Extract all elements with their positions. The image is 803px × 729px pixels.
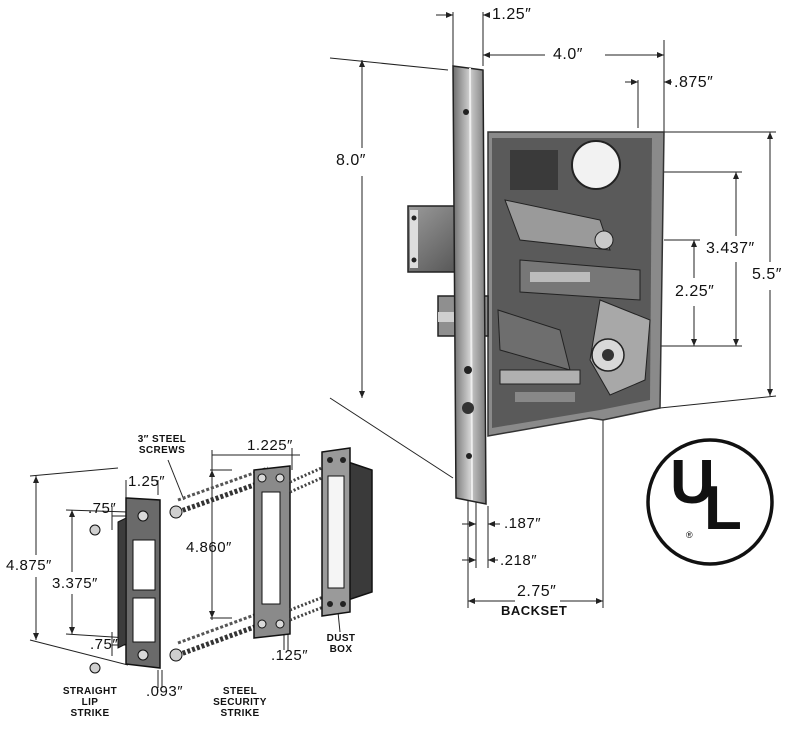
ul-registered-mark: ® bbox=[686, 530, 693, 540]
dim-faceplate-offset: 1.25″ bbox=[492, 6, 532, 23]
security-label-line: SECURITY bbox=[213, 697, 267, 708]
straight-lip-label-line: LIP bbox=[81, 697, 99, 708]
dim-hub-to-lever: 2.25″ bbox=[675, 283, 715, 300]
straight-lip-label-line: STRIKE bbox=[70, 708, 110, 719]
dim-case-height: 5.5″ bbox=[752, 266, 782, 283]
ul-letters: U L ® bbox=[664, 452, 760, 548]
hub-screw bbox=[594, 230, 614, 250]
ul-letter-u: U bbox=[670, 448, 715, 517]
ul-certification-mark bbox=[646, 438, 774, 566]
mortise-lock-body bbox=[407, 65, 665, 505]
straight-lip-strike-label: STRAIGHT LIP STRIKE bbox=[52, 686, 128, 719]
dim-lip-thickness: .093″ bbox=[146, 683, 184, 700]
security-label-line: STRIKE bbox=[220, 708, 260, 719]
dim-top-offset: .875″ bbox=[674, 74, 714, 91]
dim-case-depth: 4.0″ bbox=[553, 46, 583, 63]
dim-faceplate-height: 8.0″ bbox=[336, 152, 366, 169]
screws-label-line: SCREWS bbox=[138, 445, 186, 456]
strike-screws bbox=[89, 466, 269, 674]
ul-letter-l: L bbox=[704, 474, 742, 543]
dim-lip-width: 1.25″ bbox=[128, 473, 166, 490]
strike-dimension-arrows bbox=[33, 470, 215, 640]
straight-lip-strike bbox=[117, 497, 161, 669]
steel-security-strike bbox=[253, 465, 291, 639]
dust-box-label-line: DUST bbox=[326, 633, 356, 644]
dust-box-label-line: BOX bbox=[329, 644, 353, 655]
dim-faceplate-thickness: .187″ bbox=[504, 515, 542, 532]
backset-label: BACKSET bbox=[501, 603, 568, 618]
faceplate bbox=[452, 65, 487, 505]
straight-lip-label-line: STRAIGHT bbox=[62, 686, 118, 697]
dust-box-label: DUST BOX bbox=[318, 633, 364, 655]
screws-label-line: 3″ STEEL bbox=[137, 434, 187, 445]
dim-security-thickness: .125″ bbox=[271, 647, 309, 664]
dim-opening-height: 3.375″ bbox=[52, 575, 98, 592]
security-label-line: STEEL bbox=[222, 686, 258, 697]
security-strike-label: STEEL SECURITY STRIKE bbox=[200, 686, 280, 719]
dim-hole-offset-top: .75″ bbox=[88, 500, 117, 517]
dim-lip-height: 4.875″ bbox=[6, 557, 52, 574]
dust-box-screws bbox=[289, 464, 327, 622]
lock-dimension-arrows bbox=[359, 12, 773, 604]
dim-hub-to-cylinder: 3.437″ bbox=[706, 240, 755, 257]
cylinder-hole bbox=[571, 140, 621, 190]
dim-security-height: 4.860″ bbox=[186, 539, 232, 556]
dim-security-width: 1.225″ bbox=[247, 437, 293, 454]
dim-backset: 2.75″ bbox=[517, 583, 557, 600]
dim-hole-offset-bottom: .75″ bbox=[90, 636, 119, 653]
dust-box bbox=[321, 447, 373, 617]
dim-front-thickness: .218″ bbox=[500, 552, 538, 569]
screws-label: 3″ STEEL SCREWS bbox=[122, 434, 202, 456]
